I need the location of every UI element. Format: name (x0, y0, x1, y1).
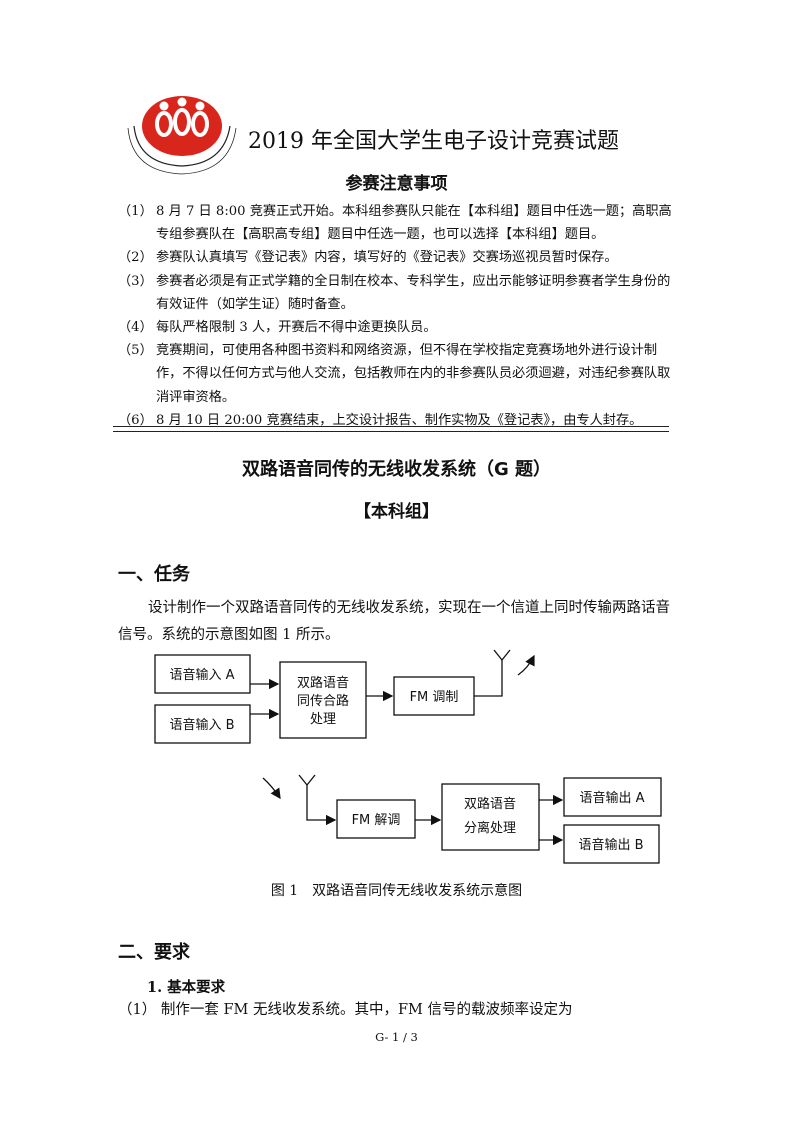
item-text: 参赛者必须是有正式学籍的全日制在校本、专科学生，应出示能够证明参赛者学生身份的有… (156, 273, 671, 312)
rx-output-b-label: 语音输出 B (578, 837, 643, 853)
page-title: 2019 年全国大学生电子设计竞赛试题 (248, 129, 619, 154)
tx-input-b-box (154, 704, 251, 744)
tx-input-a-box (154, 654, 251, 694)
notice-title: 参赛注意事项 (345, 174, 448, 194)
tx-input-a-label: 语音输入 A (169, 667, 234, 683)
item-number: （2） (118, 250, 153, 266)
rx-output-a-label: 语音输出 A (579, 790, 644, 806)
item-number: （5） (118, 343, 153, 359)
rx-demux-label-2: 分离处理 (464, 820, 516, 836)
problem-group: 【本科组】 (354, 502, 439, 522)
task-paragraph: 设计制作一个双路语音同传的无线收发系统，实现在一个信道上同时传输两路话音信号。系… (118, 600, 670, 643)
figure-caption: 图 1 双路语音同传无线收发系统示意图 (270, 883, 523, 899)
item-text: 参赛队认真填写《登记表》内容，填写好的《登记表》交赛场巡视员暂时保存。 (156, 250, 618, 266)
notice-item: （5）竞赛期间，可使用各种图书资料和网络资源，但不得在学校指定竞赛场地外进行设计… (118, 339, 678, 409)
tx-input-b-label: 语音输入 B (169, 717, 234, 733)
block-diagram: 语音输入 A 语音输入 B 双路语音 同传合路 处理 FM 调制 FM 解调 双… (154, 649, 662, 864)
item-text: 每队严格限制 3 人，开赛后不得中途更换队员。 (156, 320, 437, 336)
rx-demux-box (441, 783, 540, 851)
notice-item: （3）参赛者必须是有正式学籍的全日制在校本、专科学生，应出示能够证明参赛者学生身… (118, 270, 678, 316)
item-text: 8 月 10 日 20:00 竞赛结束，上交设计报告、制作实物及《登记表》，由专… (156, 412, 643, 428)
item-text: 竞赛期间，可使用各种图书资料和网络资源，但不得在学校指定竞赛场地外进行设计制作，… (156, 343, 671, 405)
requirement-1: （1） 制作一套 FM 无线收发系统。其中，FM 信号的载波频率设定为 (118, 1002, 573, 1018)
item-number: （4） (118, 320, 153, 336)
notice-item: （4）每队严格限制 3 人，开赛后不得中途更换队员。 (118, 316, 678, 339)
divider (113, 431, 669, 432)
notice-item: （2）参赛队认真填写《登记表》内容，填写好的《登记表》交赛场巡视员暂时保存。 (118, 246, 678, 269)
item-number: （1） (118, 204, 153, 219)
section-heading-requirements: 二、要求 (118, 942, 190, 963)
item-number: （3） (118, 273, 153, 289)
tx-mux-label-3: 处理 (310, 712, 336, 727)
problem-title: 双路语音同传的无线收发系统（G 题） (241, 459, 552, 480)
rx-output-b-box (563, 824, 660, 864)
sub-heading-basic: 1. 基本要求 (147, 979, 226, 996)
rx-output-a-box (563, 777, 662, 817)
tx-mux-label-2: 同传合路 (297, 693, 349, 709)
rx-demux-label-1: 双路语音 (464, 796, 516, 812)
tx-mux-box (279, 661, 367, 739)
item-number: （6） (118, 412, 153, 428)
rx-fm-box (336, 799, 416, 839)
section-heading-task: 一、任务 (118, 564, 190, 585)
tx-mux-label-1: 双路语音 (297, 675, 349, 691)
notice-list: （1）8 月 7 日 8:00 竞赛正式开始。本科组参赛队只能在【本科组】题目中… (118, 200, 678, 432)
tx-fm-label: FM 调制 (410, 690, 459, 705)
page-number: G- 1 / 3 (375, 1030, 418, 1044)
rx-fm-label: FM 解调 (352, 813, 401, 828)
notice-item: （6）8 月 10 日 20:00 竞赛结束，上交设计报告、制作实物及《登记表》… (118, 409, 678, 432)
divider (113, 426, 669, 427)
notice-item: （1）8 月 7 日 8:00 竞赛正式开始。本科组参赛队只能在【本科组】题目中… (118, 200, 678, 246)
item-text: 8 月 7 日 8:00 竞赛正式开始。本科组参赛队只能在【本科组】题目中任选一… (156, 204, 672, 243)
contest-logo (127, 96, 237, 175)
